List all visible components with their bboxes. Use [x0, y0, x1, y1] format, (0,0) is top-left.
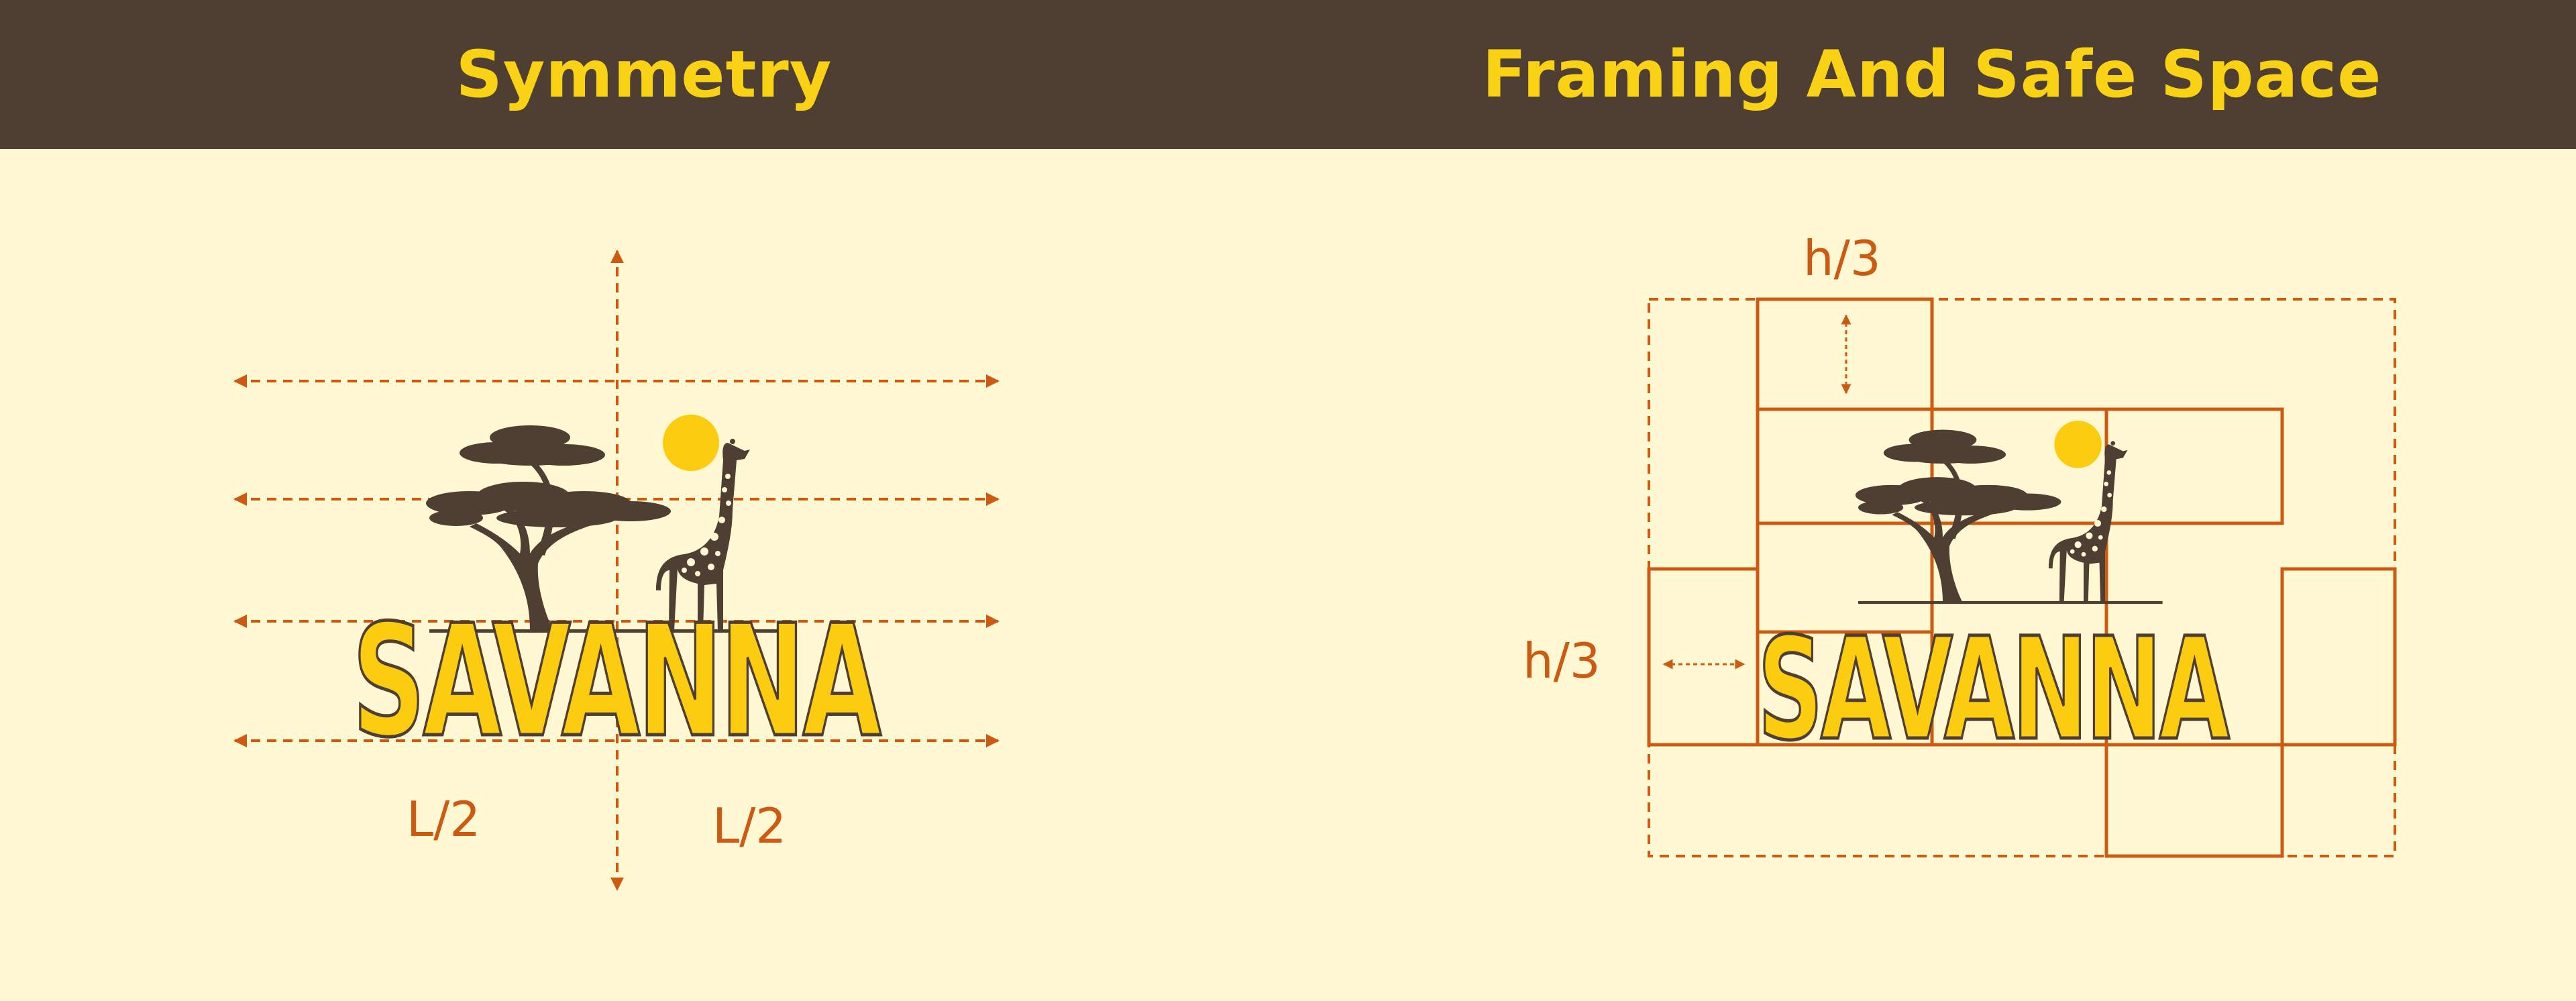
label-left-half: L/2	[407, 791, 480, 847]
logo-wordmark-left: SAVANNA	[352, 592, 881, 772]
grid-box-row1-a	[1756, 407, 1934, 525]
framing-diagram: SAVANNA h/3 h/3	[1523, 230, 2397, 858]
symmetry-title: Symmetry	[455, 37, 833, 112]
symmetry-header: Symmetry	[0, 0, 1289, 149]
framing-title: Framing And Safe Space	[1482, 37, 2382, 112]
label-side-margin: h/3	[1523, 633, 1601, 689]
grid-box-top	[1756, 297, 1934, 411]
framing-header: Framing And Safe Space	[1288, 0, 2576, 149]
grid-box-row1-c	[2104, 407, 2284, 525]
symmetry-diagram: SAVANNA L/2 L/2	[233, 250, 1000, 891]
label-top-margin: h/3	[1803, 230, 1881, 286]
framing-panel: Framing And Safe Space SAVANNA h/3 h/3	[1288, 0, 2576, 1001]
symmetry-panel: Symmetry SAVANNA L/2 L/2	[0, 0, 1289, 891]
logo-wordmark-right: SAVANNA	[1758, 607, 2230, 772]
savanna-logo-right	[1855, 421, 2163, 604]
grid-box-left	[1647, 567, 1760, 747]
grid-box-right	[2280, 567, 2397, 747]
label-right-half: L/2	[712, 798, 786, 854]
